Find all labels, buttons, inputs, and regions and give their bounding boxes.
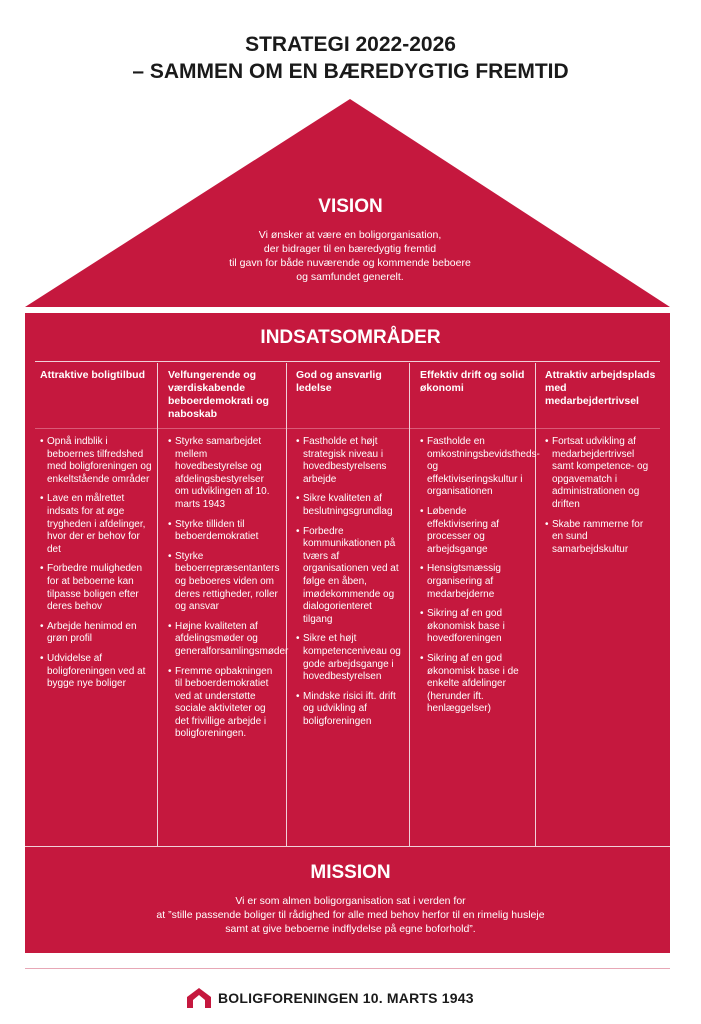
vision-text: Vi ønsker at være en boligorganisation, … xyxy=(150,228,550,284)
list-item: Styrke beboerrepræsentanters og beboeres… xyxy=(168,551,280,614)
list-item: Sikre kvaliteten af beslutningsgrundlag xyxy=(296,493,404,518)
column-separator xyxy=(157,363,158,846)
columns-heading-divider xyxy=(35,428,660,429)
list-item: Fastholde et højt strategisk niveau i ho… xyxy=(296,436,404,486)
mission-divider xyxy=(25,846,670,847)
column-heading-drift-oekonomi: Effektiv drift og solid økonomi xyxy=(420,369,525,394)
list-item: Fremme opbakningen til beboerdemokratiet… xyxy=(168,666,280,742)
column-separator xyxy=(535,363,536,846)
house-roof xyxy=(25,99,670,307)
column-list-drift-oekonomi: Fastholde en omkostningsbevidstheds- og … xyxy=(420,436,540,723)
mission-line: Vi er som almen boligorganisation sat i … xyxy=(235,895,466,907)
list-item: Fortsat udvikling af medarbejdertrivsel … xyxy=(545,436,657,512)
list-item: Styrke tilliden til beboerdemokratiet xyxy=(168,519,280,544)
footer: BOLIGFORENINGEN 10. MARTS 1943 xyxy=(186,987,474,1009)
footer-divider xyxy=(25,968,670,969)
list-item: Løbende effektivisering af processer og … xyxy=(420,506,530,556)
vision-line: der bidrager til en bæredygtig fremtid xyxy=(263,243,437,255)
list-item: Udvidelse af boligforeningen ved at bygg… xyxy=(40,653,152,691)
list-item: Forbedre kommunikationen på tværs af org… xyxy=(296,526,404,627)
column-separator xyxy=(286,363,287,846)
vision-line: og samfundet generelt. xyxy=(296,271,404,283)
list-item: Hensigtsmæssig organisering af medarbejd… xyxy=(420,563,530,601)
list-item: Sikring af en god økonomisk base i de en… xyxy=(420,653,530,716)
list-item: Forbedre muligheden for at beboerne kan … xyxy=(40,563,152,613)
list-item: Styrke samarbejdet mellem hovedbestyrels… xyxy=(168,436,280,512)
columns-top-divider xyxy=(35,361,660,362)
column-heading-arbejdsplads: Attraktiv arbejdsplads med medarbejdertr… xyxy=(545,369,656,407)
list-item: Lave en målrettet indsats for at øge try… xyxy=(40,493,152,556)
house-logo-icon xyxy=(187,988,211,1008)
mission-line: at ”stille passende boliger til rådighed… xyxy=(156,909,545,921)
list-item: Sikre et højt kompetenceniveau og gode a… xyxy=(296,633,404,683)
column-list-attraktive-boligtilbud: Opnå indblik i beboernes tilfredshed med… xyxy=(40,436,152,698)
list-item: Mindske risici ift. drift og udvikling a… xyxy=(296,691,404,729)
vision-line: til gavn for både nuværende og kommende … xyxy=(229,257,471,269)
page-title-line-1: STRATEGI 2022-2026 xyxy=(245,33,456,56)
column-list-arbejdsplads: Fortsat udvikling af medarbejdertrivsel … xyxy=(545,436,657,563)
column-heading-ledelse: God og ansvarlig ledelse xyxy=(296,369,382,394)
column-list-ledelse: Fastholde et højt strategisk niveau i ho… xyxy=(296,436,404,735)
list-item: Fastholde en omkostningsbevidstheds- og … xyxy=(420,436,540,499)
column-heading-attraktive-boligtilbud: Attraktive boligtilbud xyxy=(40,369,145,381)
mission-title: MISSION xyxy=(310,862,391,883)
column-list-beboerdemokrati: Styrke samarbejdet mellem hovedbestyrels… xyxy=(168,436,288,748)
list-item: Arbejde henimod en grøn profil xyxy=(40,621,152,646)
list-item: Sikring af en god økonomisk base i hoved… xyxy=(420,608,530,646)
vision-title: VISION xyxy=(318,196,383,217)
indsatsomraader-title: INDSATSOMRÅDER xyxy=(260,327,441,348)
column-heading-beboerdemokrati: Velfungerende og værdiskabende beboerdem… xyxy=(168,369,269,420)
list-item: Skabe rammerne for en sund samarbejdskul… xyxy=(545,519,657,557)
roof-triangle xyxy=(25,99,670,307)
list-item: Opnå indblik i beboernes tilfredshed med… xyxy=(40,436,152,486)
page-title-line-2: – SAMMEN OM EN BÆREDYGTIG FREMTID xyxy=(132,60,569,83)
vision-line: Vi ønsker at være en boligorganisation, xyxy=(258,229,442,241)
footer-organisation-name: BOLIGFORENINGEN 10. MARTS 1943 xyxy=(218,990,474,1006)
mission-line: samt at give beboerne indflydelse på egn… xyxy=(225,923,476,935)
mission-text: Vi er som almen boligorganisation sat i … xyxy=(60,894,641,936)
column-separator xyxy=(409,363,410,846)
list-item: Højne kvaliteten af afdelingsmøder og ge… xyxy=(168,621,288,659)
